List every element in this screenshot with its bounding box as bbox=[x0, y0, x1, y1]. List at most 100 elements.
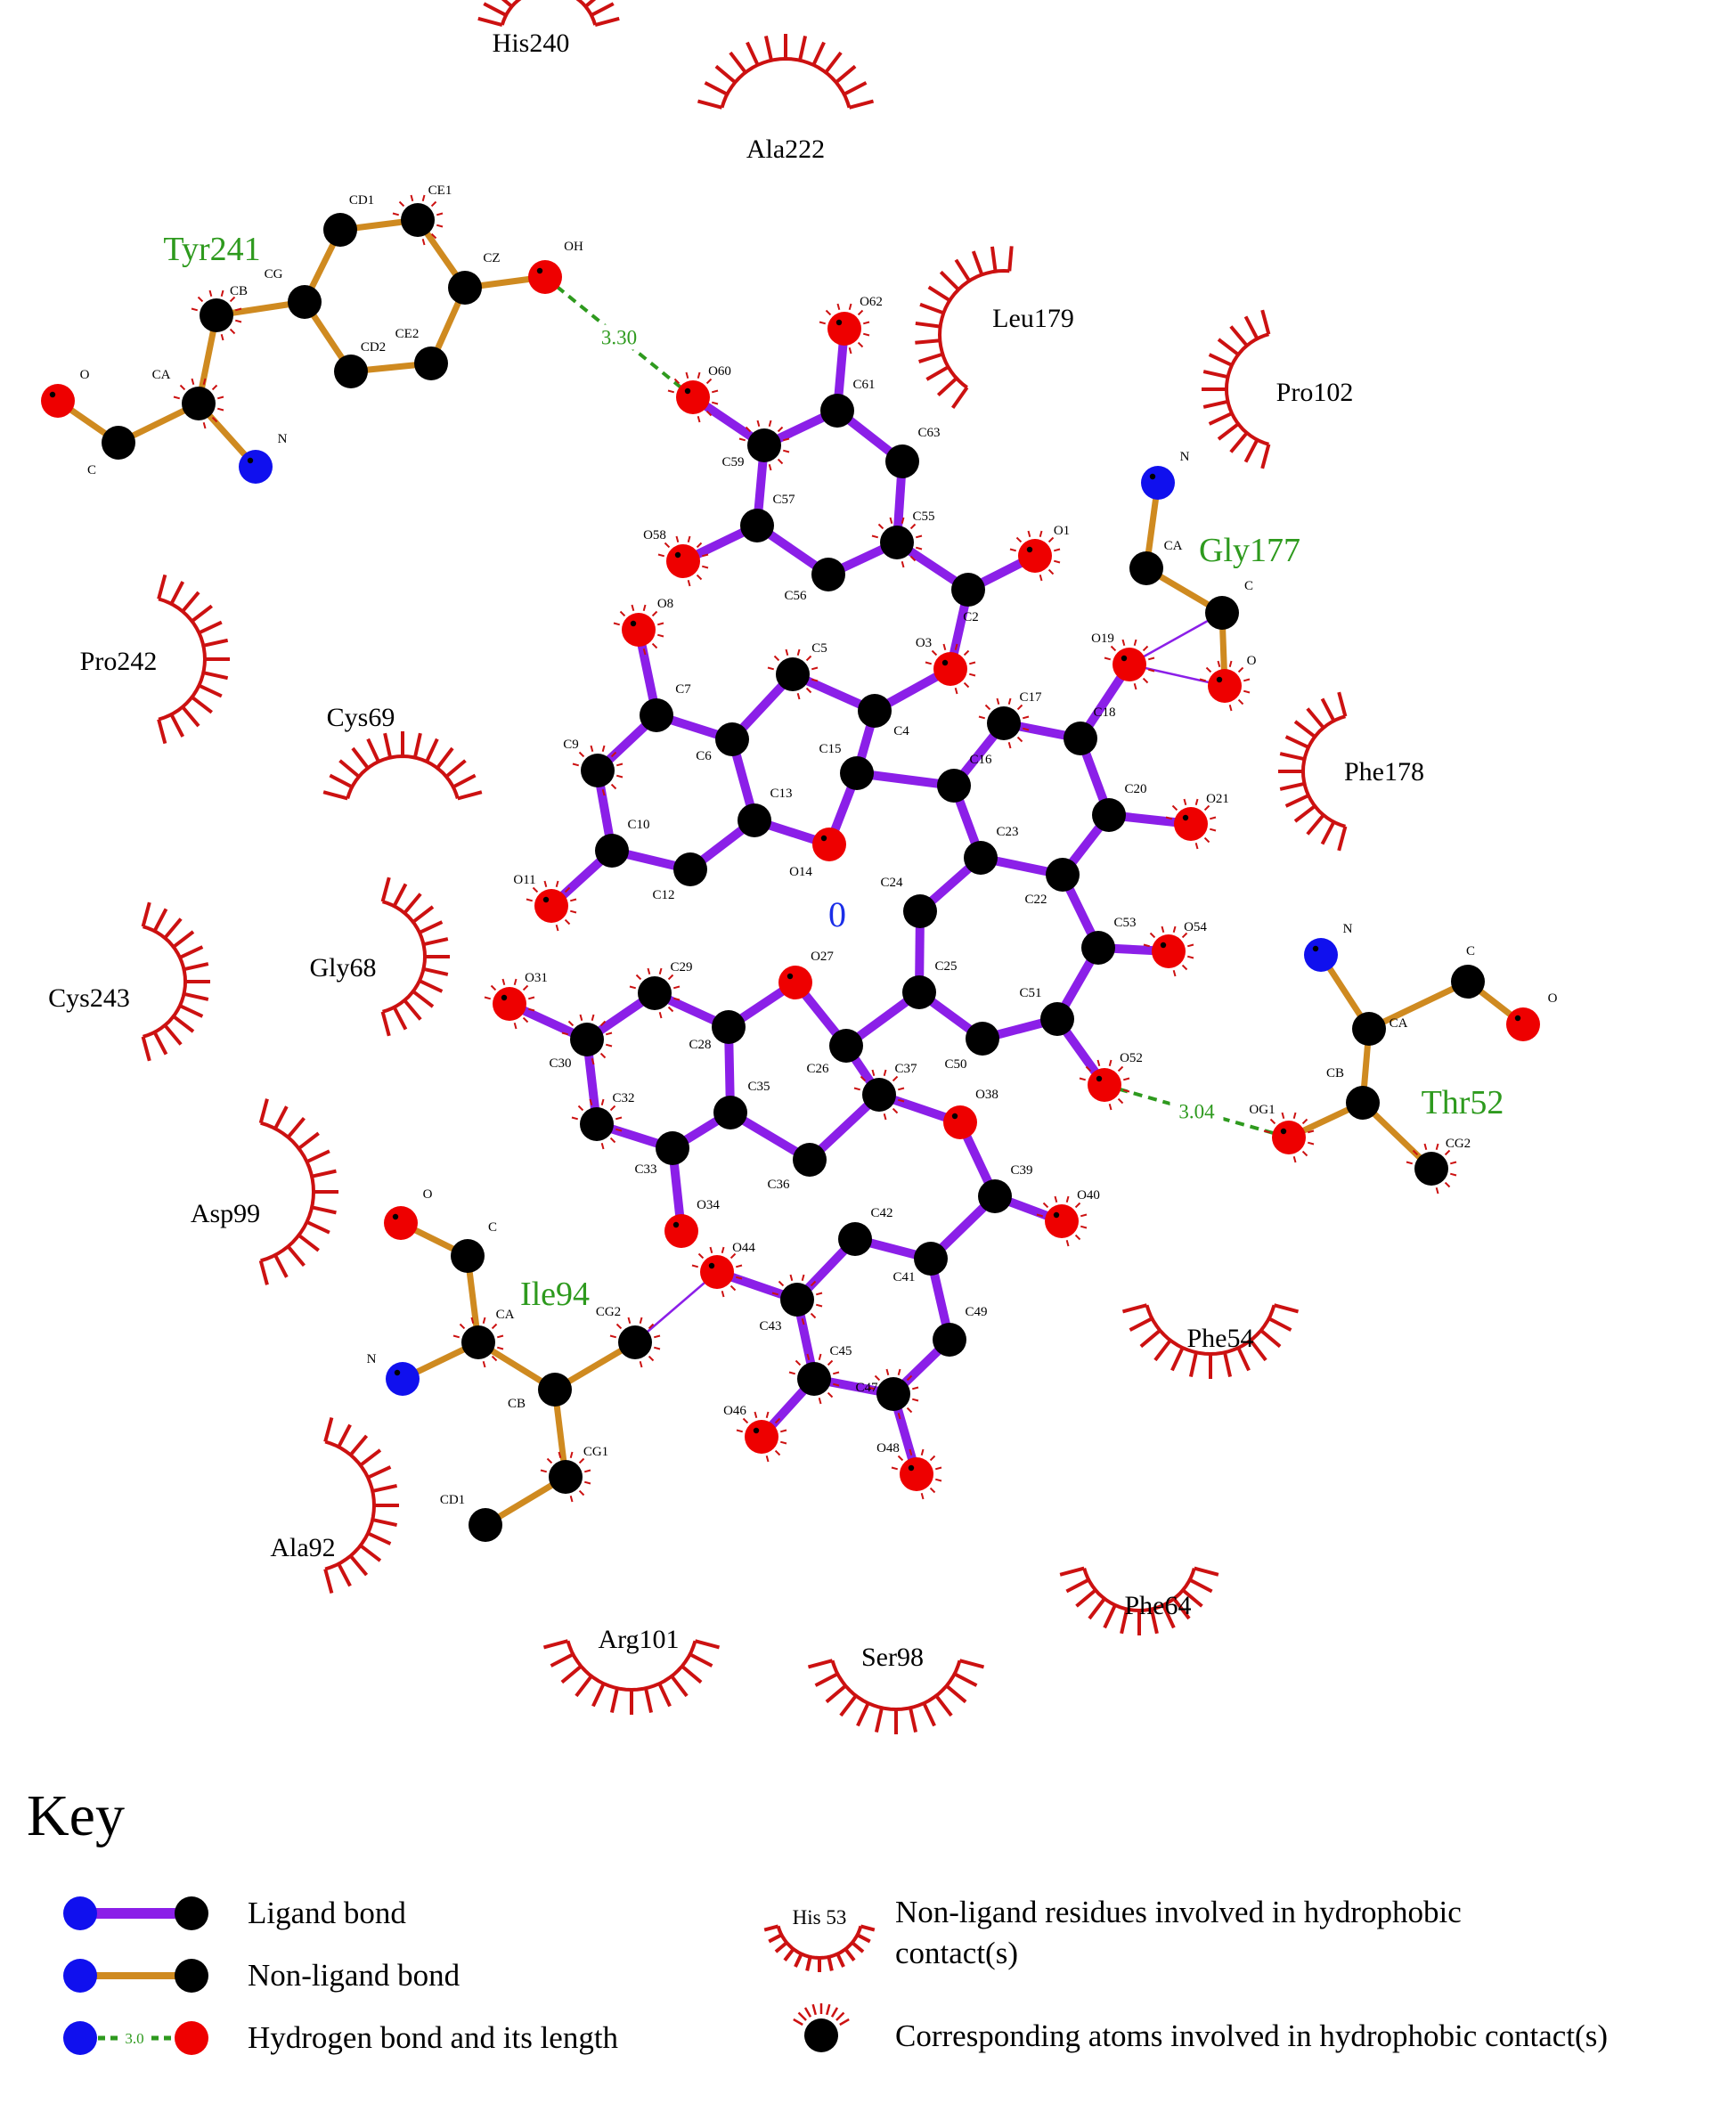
ligand-contact-line bbox=[634, 1271, 718, 1343]
hydrophobic-residue-leu179 bbox=[915, 246, 1014, 410]
atom-c63 bbox=[885, 444, 919, 478]
hydrophobic-residue-label-ala92: Ala92 bbox=[270, 1533, 335, 1562]
hydrogen-bond-O52-T_OG1: 3.04 bbox=[1104, 1083, 1290, 1139]
atom-t_cg2 bbox=[1406, 1143, 1457, 1195]
atom-label: C43 bbox=[759, 1319, 781, 1333]
atom-t_c bbox=[1451, 965, 1485, 999]
atom-label: C13 bbox=[770, 787, 792, 801]
atom-t_og1 bbox=[1263, 1112, 1315, 1163]
atom-c61 bbox=[820, 394, 854, 428]
atom-c55 bbox=[871, 517, 923, 568]
atom-label: C23 bbox=[996, 825, 1018, 839]
atom-label: O3 bbox=[916, 636, 932, 650]
atom-t_cb bbox=[1346, 1086, 1380, 1120]
atom-label: C25 bbox=[934, 959, 957, 974]
atom-y_ca bbox=[173, 378, 224, 429]
key-hydrophobic-residues-line1: Non-ligand residues involved in hydropho… bbox=[895, 1895, 1462, 1929]
atom-label: O bbox=[80, 368, 90, 382]
atom-i_o bbox=[384, 1206, 418, 1240]
atom-g_c bbox=[1205, 596, 1239, 630]
atom-c24 bbox=[903, 894, 937, 928]
atom-g_n bbox=[1141, 466, 1175, 500]
ligand-label: 0 bbox=[828, 894, 846, 934]
atom-c22 bbox=[1046, 858, 1080, 892]
hydrophobic-residue-pro102 bbox=[1202, 309, 1271, 469]
hydrophobic-residue-gly68 bbox=[380, 877, 450, 1037]
atom-t_o bbox=[1506, 1007, 1540, 1041]
atom-label: C20 bbox=[1124, 782, 1146, 796]
atom-c2 bbox=[951, 573, 985, 607]
atom-label: O62 bbox=[860, 295, 883, 309]
hydrophobic-residue-label-asp99: Asp99 bbox=[191, 1199, 260, 1228]
atom-c37 bbox=[853, 1069, 905, 1121]
atom-label: O bbox=[1247, 654, 1257, 668]
atom-label: O40 bbox=[1077, 1188, 1100, 1203]
atom-y_c bbox=[102, 426, 135, 460]
atom-label: C9 bbox=[563, 738, 579, 752]
atom-c15 bbox=[840, 756, 874, 790]
label-layer: OCCANCBCGCD1CE1CZOHCE2CD2NCACONCACOCBOG1… bbox=[80, 183, 1558, 1507]
atom-label: C39 bbox=[1010, 1163, 1032, 1178]
atom-label: C26 bbox=[806, 1062, 829, 1076]
key-nonligand-bond-label: Non-ligand bond bbox=[248, 1958, 460, 1993]
atom-label: C22 bbox=[1024, 893, 1047, 907]
atom-label: C5 bbox=[811, 641, 827, 656]
atom-label: N bbox=[1180, 450, 1190, 464]
residue-label-tyr241: Tyr241 bbox=[163, 231, 260, 268]
hydrophobic-residue-label-phe64: Phe64 bbox=[1125, 1591, 1192, 1620]
atom-c35 bbox=[713, 1096, 747, 1129]
atom-label: C29 bbox=[670, 960, 692, 974]
atom-label: C30 bbox=[549, 1056, 571, 1071]
atom-o60 bbox=[667, 371, 719, 423]
atom-c36 bbox=[793, 1143, 827, 1177]
atom-label: C42 bbox=[870, 1206, 892, 1220]
atom-label: C24 bbox=[880, 876, 903, 890]
atom-c13 bbox=[738, 803, 771, 837]
atom-o19 bbox=[1104, 639, 1155, 690]
atom-label: C45 bbox=[829, 1344, 852, 1358]
hydrogen-bond-Y_OH-O60: 3.30 bbox=[543, 275, 695, 399]
hydrophobic-residue-label-ser98: Ser98 bbox=[861, 1643, 924, 1672]
atom-o54 bbox=[1143, 926, 1194, 977]
atom-c50 bbox=[966, 1022, 999, 1056]
atom-label: CG2 bbox=[596, 1305, 621, 1319]
hydrophobic-residue-label-arg101: Arg101 bbox=[598, 1625, 679, 1654]
hydrophobic-residue-arg101 bbox=[542, 1639, 721, 1715]
key-hydrophobic-atom: Corresponding atoms involved in hydropho… bbox=[793, 2003, 1608, 2053]
atom-y_ce2 bbox=[414, 347, 448, 380]
atom-i_cg1 bbox=[540, 1451, 591, 1503]
key-nonligand-bond: Non-ligand bond bbox=[63, 1958, 460, 1993]
hydrophobic-residue-label-gly68: Gly68 bbox=[310, 953, 377, 983]
hydrogen-bond-length: 3.30 bbox=[601, 327, 637, 349]
atom-y_ce1 bbox=[392, 194, 444, 246]
atom-label: O8 bbox=[657, 597, 673, 611]
atom-label: C10 bbox=[627, 818, 649, 832]
atom-c43 bbox=[771, 1274, 823, 1325]
atom-label: C61 bbox=[852, 378, 875, 392]
atom-label: O54 bbox=[1184, 920, 1207, 934]
atom-label: N bbox=[1343, 922, 1353, 936]
atom-label: CD2 bbox=[361, 340, 386, 355]
atom-y_cg bbox=[288, 285, 322, 319]
hydrogen-bond-layer: 3.30 3.04 bbox=[543, 275, 1290, 1139]
atom-label: C bbox=[87, 463, 96, 477]
atom-label: C bbox=[1244, 579, 1253, 593]
atom-g_ca bbox=[1129, 551, 1163, 585]
atom-label: C16 bbox=[969, 753, 992, 767]
atom-o31 bbox=[484, 978, 535, 1030]
atom-label: C47 bbox=[855, 1381, 878, 1395]
hydrophobic-residue-ala92 bbox=[323, 1416, 399, 1594]
atom-c32 bbox=[571, 1098, 623, 1150]
atom-label: O14 bbox=[789, 865, 812, 879]
atom-label: C7 bbox=[675, 682, 691, 697]
residue-label-thr52: Thr52 bbox=[1422, 1084, 1504, 1121]
atom-y_cd1 bbox=[323, 213, 357, 247]
atom-label: C36 bbox=[767, 1178, 790, 1192]
atom-label: C41 bbox=[892, 1270, 915, 1284]
atom-label: C32 bbox=[612, 1091, 634, 1105]
atom-label: CA bbox=[1390, 1016, 1408, 1031]
hydrophobic-residue-phe178 bbox=[1278, 691, 1348, 852]
atom-label: CG1 bbox=[583, 1445, 608, 1459]
atom-label: CB bbox=[230, 284, 248, 298]
atom-y_o bbox=[41, 384, 75, 418]
